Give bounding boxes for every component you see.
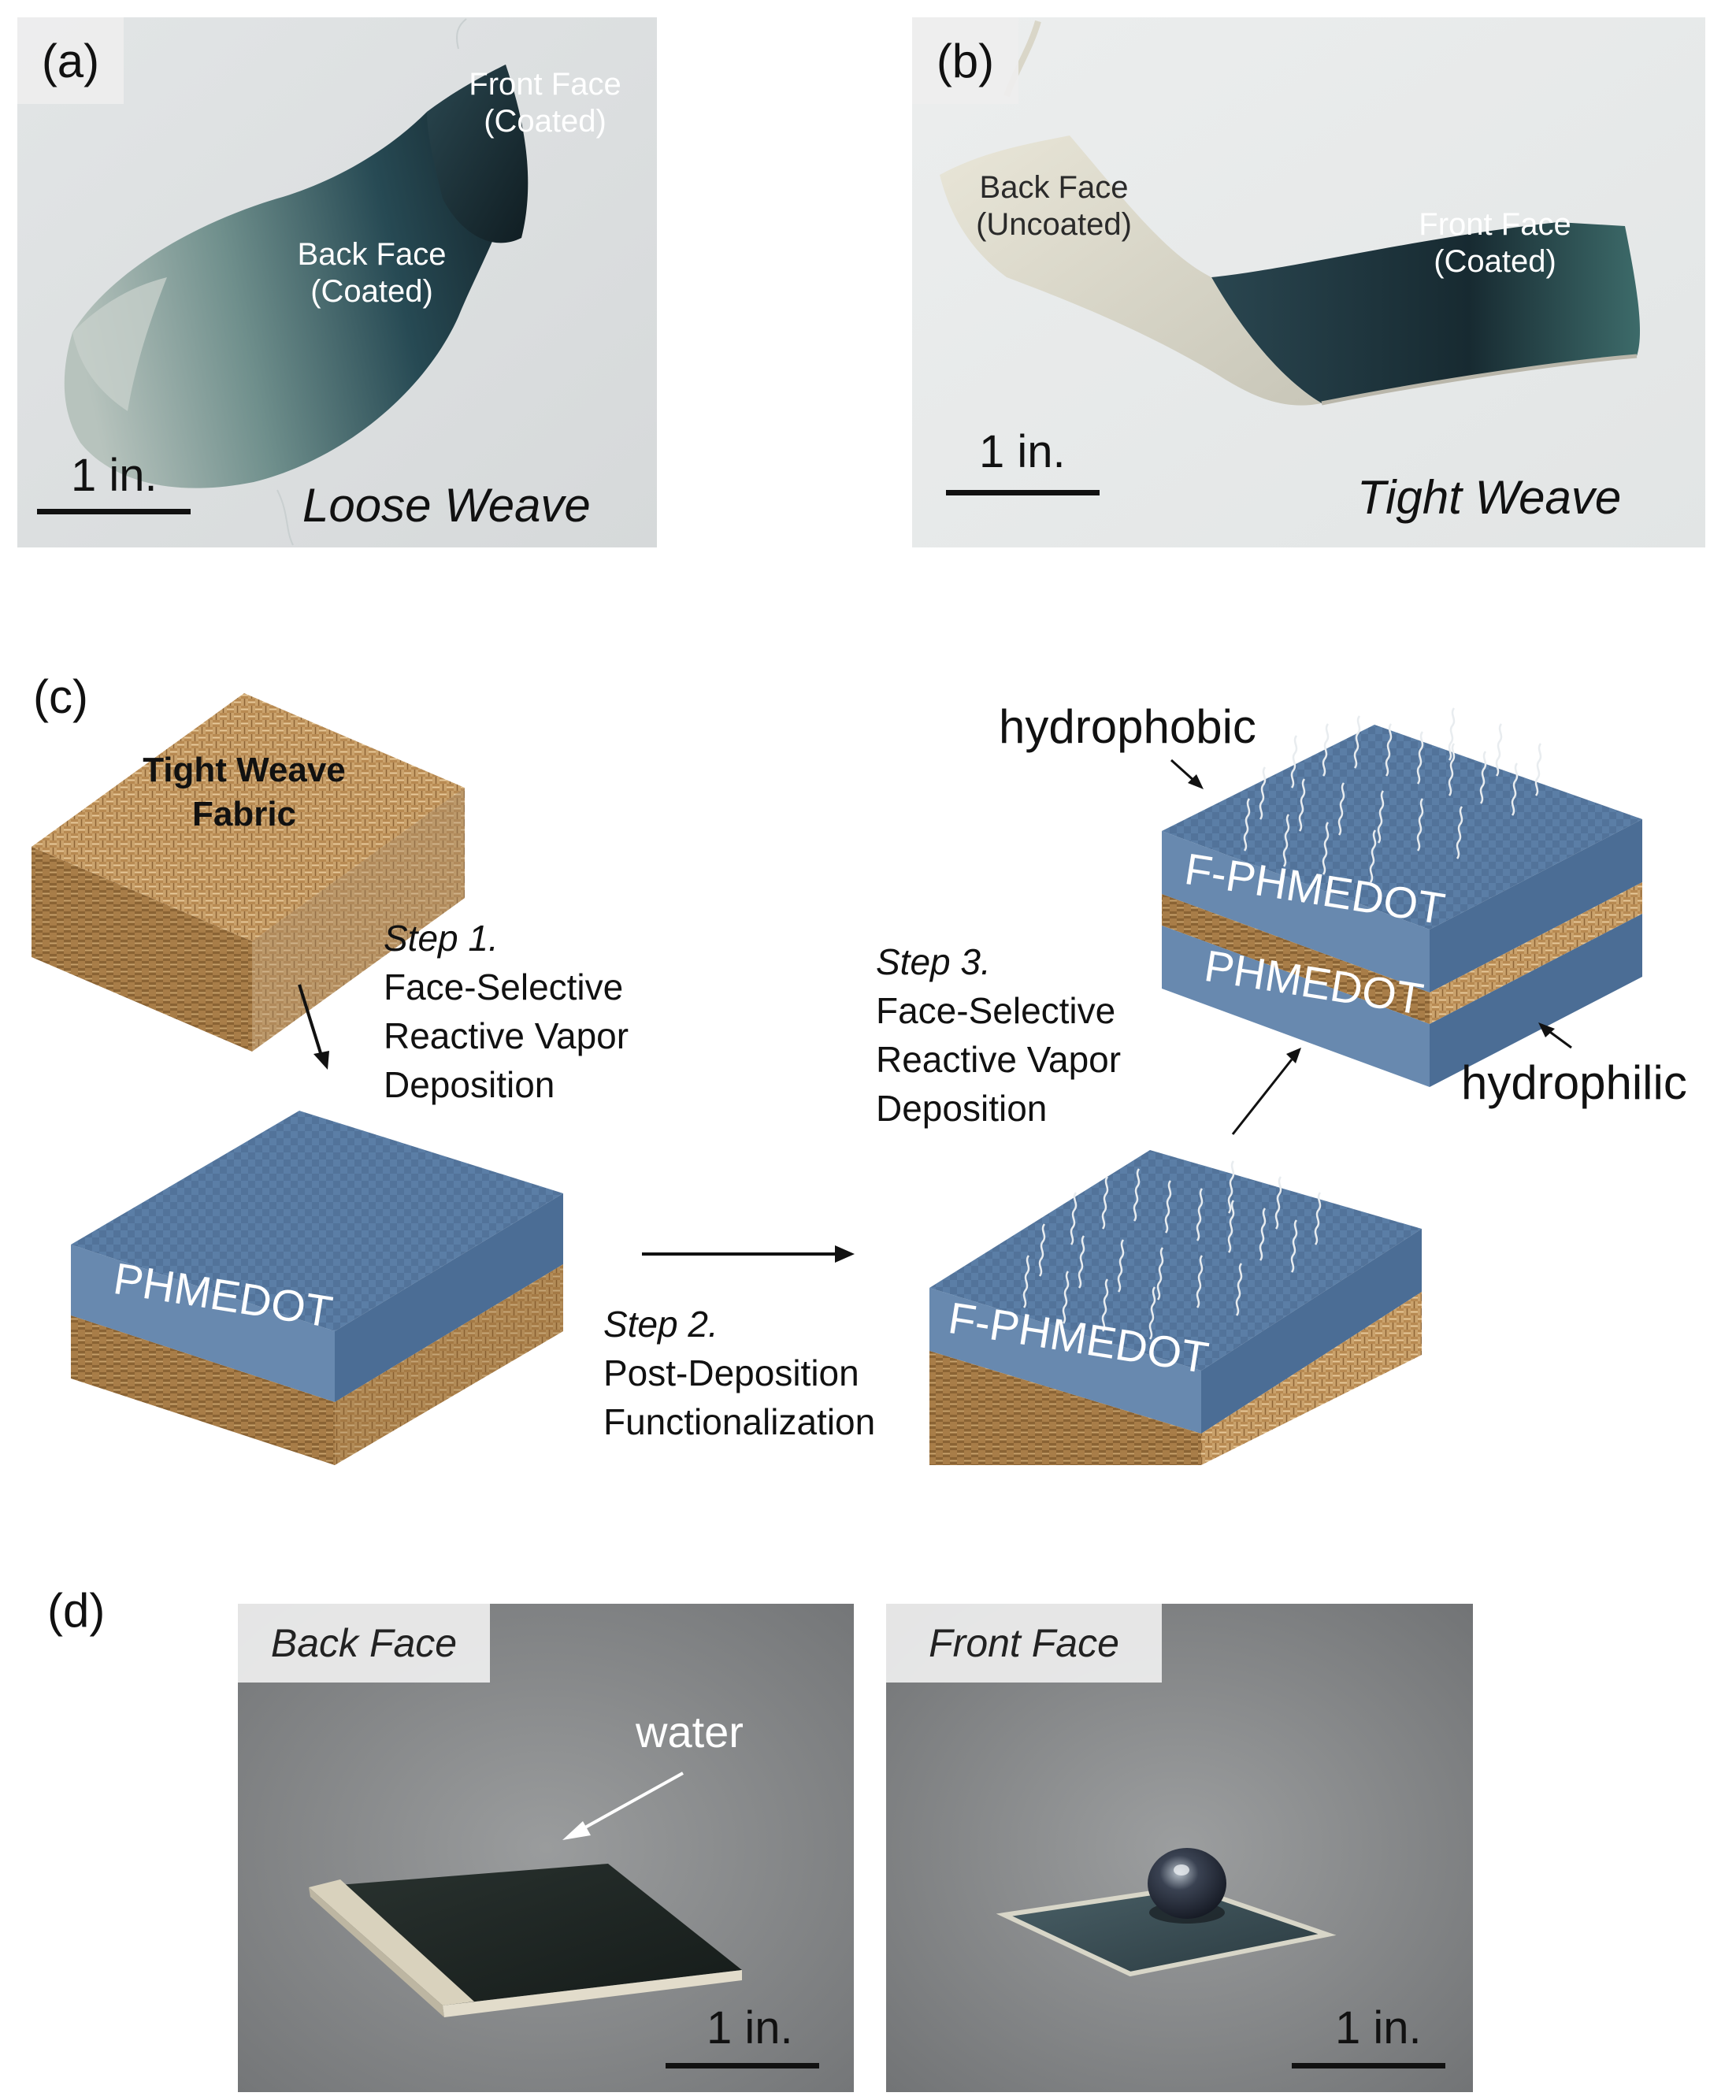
panel-b-photo: (b) Back Face (Uncoated) Front Face (Coa… — [912, 17, 1705, 547]
f-phmedot-block — [929, 1150, 1422, 1465]
panel-a-letter: (a) — [41, 34, 100, 87]
panel-c-diagram — [32, 693, 1642, 1465]
step2-line1: Post-Deposition — [603, 1352, 859, 1393]
step1-line1: Face-Selective — [384, 967, 624, 1007]
phmedot-coated-block — [71, 1111, 563, 1465]
step2-line2: Functionalization — [603, 1401, 876, 1442]
panel-a-front-face-text: Front Face — [469, 67, 621, 102]
loose-weave-fabric-image — [17, 17, 657, 547]
panel-b-front-face-label: Front Face (Coated) — [1377, 206, 1613, 280]
panel-d-right-scale-bar — [1292, 2063, 1445, 2068]
panel-b-back-face-label: Back Face (Uncoated) — [936, 169, 1172, 243]
hydrophilic-pointer-arrow — [1538, 1022, 1572, 1049]
step3-arrow — [1231, 1048, 1301, 1135]
step1-line3: Deposition — [384, 1064, 555, 1105]
panel-a-letter-box: (a) — [17, 17, 124, 104]
panel-d-left-scale-bar — [666, 2063, 819, 2068]
panel-b-letter-box: (b) — [912, 17, 1018, 104]
step1-arrow — [298, 984, 329, 1070]
panel-d-left-tag: Back Face — [270, 1621, 458, 1665]
hydrophilic-label: hydrophilic — [1461, 1056, 1687, 1109]
tight-weave-fabric-block — [32, 693, 465, 1052]
step3-line1: Face-Selective — [876, 990, 1116, 1031]
step2-arrow — [642, 1245, 855, 1263]
hydrophobic-label: hydrophobic — [999, 700, 1256, 753]
tight-weave-fabric-image — [912, 17, 1705, 547]
final-bifunctional-block — [1162, 707, 1642, 1087]
step1-name: Step 1. — [384, 918, 499, 959]
panel-d-right-scale-text: 1 in. — [1335, 2002, 1422, 2054]
panel-b-front-face-text: Front Face — [1419, 207, 1571, 242]
panel-b-back-face-text: Back Face — [979, 170, 1129, 205]
panel-d-right-tag: Front Face — [929, 1621, 1119, 1665]
panel-a-back-face-text: Back Face — [297, 237, 447, 272]
panel-a-weave-label: Loose Weave — [302, 479, 591, 532]
panel-a-front-face-label: Front Face (Coated) — [443, 66, 647, 140]
step1-line2: Reactive Vapor — [384, 1015, 629, 1056]
water-label: water — [636, 1707, 744, 1757]
panel-d-right-photo: Front Face 1 in. — [886, 1604, 1473, 2092]
panel-b-scale-text: 1 in. — [979, 426, 1066, 477]
panel-a-back-state-text: (Coated) — [310, 274, 433, 310]
panel-a-scale-text: 1 in. — [71, 450, 158, 501]
step3-line2: Reactive Vapor — [876, 1039, 1122, 1080]
panel-d-left-photo: Back Face water 1 in. — [238, 1604, 854, 2092]
step3-text: Step 3. Face-Selective Reactive Vapor De… — [876, 937, 1121, 1133]
panel-a-front-state-text: (Coated) — [484, 104, 606, 139]
panel-b-weave-label: Tight Weave — [1357, 471, 1622, 524]
panel-b-letter: (b) — [936, 34, 995, 87]
water-pointer-arrow — [562, 1772, 684, 1840]
step1-text: Step 1. Face-Selective Reactive Vapor De… — [384, 914, 629, 1109]
panel-b-front-state-text: (Coated) — [1434, 244, 1556, 280]
panel-a-photo: (a) Front Face (Coated) Back Face (Coate… — [17, 17, 657, 547]
panel-a-back-face-label: Back Face (Coated) — [254, 236, 490, 310]
panel-d-letter: (d) — [47, 1584, 106, 1637]
panel-b-scale-bar — [946, 490, 1100, 495]
panel-d-left-tag-box: Back Face — [238, 1604, 490, 1683]
step3-line3: Deposition — [876, 1088, 1048, 1129]
tight-weave-fabric-line1: Tight Weave — [143, 751, 346, 789]
back-face-water-image — [238, 1604, 854, 2092]
front-face-droplet-image — [886, 1604, 1473, 2092]
step2-text: Step 2. Post-Deposition Functionalizatio… — [603, 1300, 875, 1446]
tight-weave-fabric-line2: Fabric — [191, 795, 297, 833]
step3-name: Step 3. — [876, 941, 991, 982]
panel-a-scale-bar — [37, 509, 191, 514]
panel-d-left-scale-text: 1 in. — [707, 2002, 793, 2054]
panel-c-letter: (c) — [33, 670, 88, 723]
step2-name: Step 2. — [603, 1304, 718, 1345]
tight-weave-fabric-label: Tight Weave Fabric — [134, 748, 354, 837]
panel-d-right-tag-box: Front Face — [886, 1604, 1162, 1683]
hydrophobic-pointer-arrow — [1170, 759, 1204, 789]
panel-b-back-state-text: (Uncoated) — [976, 207, 1132, 243]
